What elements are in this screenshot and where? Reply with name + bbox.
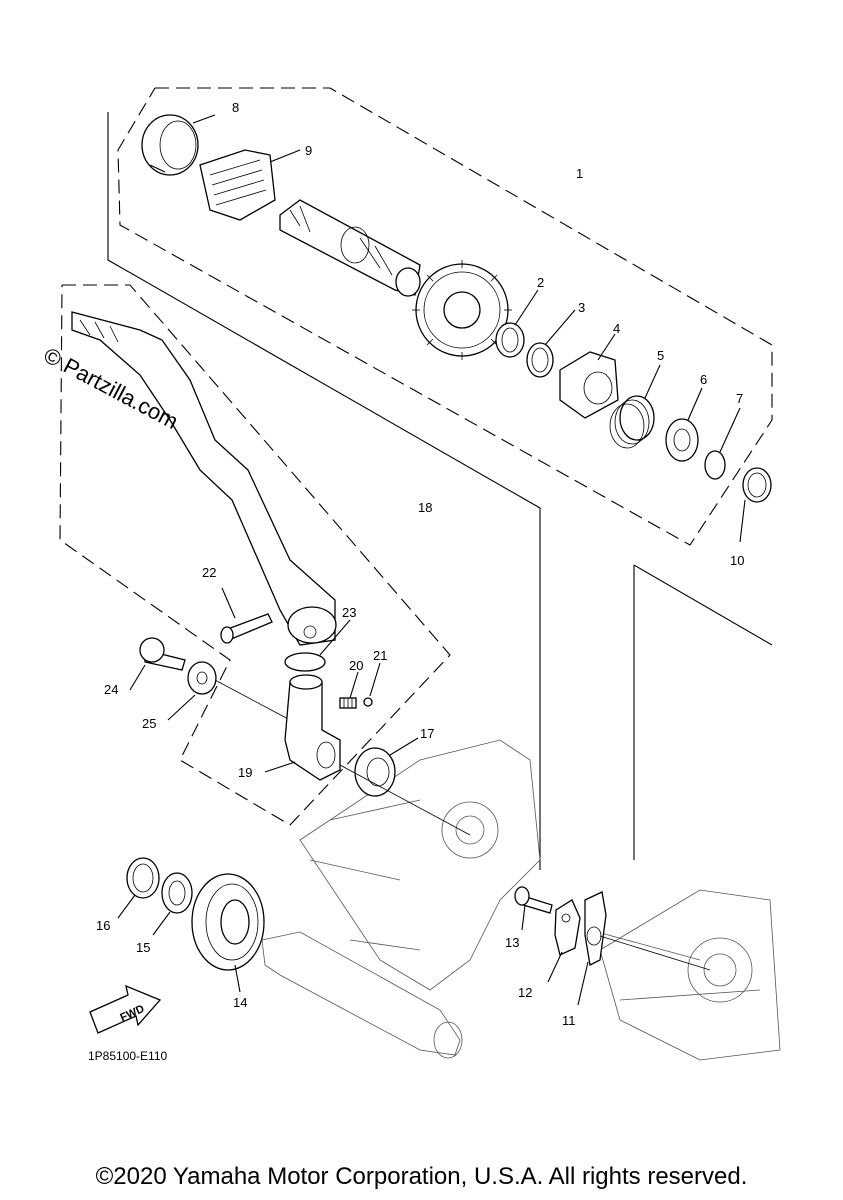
callout-25: 25 <box>142 716 156 731</box>
shaft-illustration <box>261 931 463 1059</box>
assembly-18-outline <box>59 284 773 860</box>
part-25-washer <box>167 661 291 721</box>
callout-3: 3 <box>578 300 585 315</box>
callout-8: 8 <box>232 100 239 115</box>
callout-20: 20 <box>349 658 363 673</box>
part-12-plate <box>547 899 581 983</box>
part-19-kick-boss <box>264 674 341 781</box>
callout-labels: 8 9 1 2 3 4 5 6 7 10 18 22 23 20 21 24 2… <box>96 100 744 1028</box>
part-24-bolt <box>129 637 186 691</box>
part-23-o-ring <box>284 619 351 672</box>
callout-16: 16 <box>96 918 110 933</box>
part-20-spring <box>339 671 359 709</box>
part-11-kick-guide <box>577 891 711 1006</box>
part-13-bolt <box>514 886 553 931</box>
callout-18: 18 <box>418 500 432 515</box>
part-6-washer <box>665 387 703 462</box>
callout-13: 13 <box>505 935 519 950</box>
part-17-oil-seal <box>339 737 471 836</box>
callout-2: 2 <box>537 275 544 290</box>
callout-5: 5 <box>657 348 664 363</box>
assembly-1-outline <box>107 87 773 870</box>
part-18-kick-lever <box>71 311 337 646</box>
callout-9: 9 <box>305 143 312 158</box>
callout-17: 17 <box>420 726 434 741</box>
part-9-kick-spring <box>199 149 301 221</box>
diagram-code: 1P85100-E110 <box>88 1049 168 1063</box>
callout-22: 22 <box>202 565 216 580</box>
callout-6: 6 <box>700 372 707 387</box>
callout-12: 12 <box>518 985 532 1000</box>
part-8-collar <box>141 114 216 176</box>
part-1-kick-shaft <box>279 199 421 297</box>
forward-direction-arrow: FWD <box>89 984 162 1034</box>
part-7-circlip <box>704 407 741 480</box>
callout-10: 10 <box>730 553 744 568</box>
part-3-circlip <box>526 309 576 378</box>
callout-15: 15 <box>136 940 150 955</box>
part-4-ratchet <box>559 333 619 419</box>
part-21-ball <box>363 662 381 707</box>
callout-7: 7 <box>736 391 743 406</box>
part-5-spring <box>609 364 661 449</box>
callout-14: 14 <box>233 995 247 1010</box>
callout-19: 19 <box>238 765 252 780</box>
engine-case-illustration <box>299 739 781 1061</box>
part-22-bolt <box>220 587 273 644</box>
copyright-notice: ©2020 Yamaha Motor Corporation, U.S.A. A… <box>95 1163 748 1190</box>
part-14-idler-gear <box>191 873 265 993</box>
part-16-circlip <box>117 857 160 919</box>
part-2-washer <box>495 289 539 358</box>
callout-24: 24 <box>104 682 118 697</box>
callout-21: 21 <box>373 648 387 663</box>
part-1-kick-gear <box>412 260 512 360</box>
part-15-washer <box>152 872 193 936</box>
callout-4: 4 <box>613 321 620 336</box>
callout-1: 1 <box>576 166 583 181</box>
callout-23: 23 <box>342 605 356 620</box>
part-10-circlip <box>739 467 772 543</box>
callout-11: 11 <box>562 1013 576 1028</box>
